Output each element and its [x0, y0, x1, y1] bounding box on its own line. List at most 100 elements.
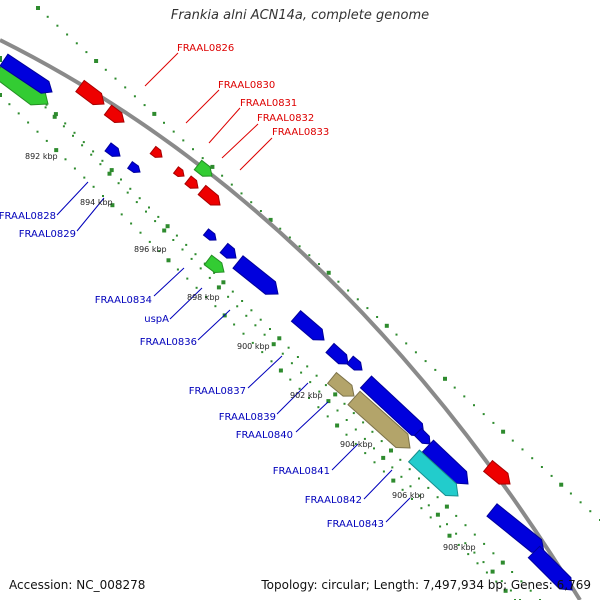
track-dot	[389, 448, 393, 453]
track-dot	[124, 86, 127, 89]
track-dot	[399, 458, 402, 461]
track-dot	[109, 168, 114, 173]
feature-blue-mid	[219, 242, 237, 259]
track-dot	[298, 245, 301, 248]
track-dot	[17, 112, 20, 115]
track-dot	[464, 542, 467, 545]
reverse-gene-label: FRAAL0828	[0, 211, 56, 222]
track-dot	[138, 197, 141, 200]
track-dot	[110, 203, 115, 208]
track-dot	[434, 368, 437, 371]
label-leader-line	[208, 107, 241, 144]
track-dot	[44, 106, 47, 109]
track-dot	[148, 206, 150, 209]
track-dot	[245, 314, 248, 317]
genome-summary-text: Topology: circular; Length: 7,497,934 bp…	[261, 578, 591, 592]
track-dot	[85, 51, 88, 54]
track-dot	[511, 439, 514, 442]
track-dot	[213, 271, 216, 274]
feature-tan-small	[326, 371, 355, 397]
track-dot	[92, 150, 95, 153]
feature-fraal0837	[290, 309, 325, 341]
label-leader-line	[56, 181, 89, 216]
track-dot	[46, 15, 49, 18]
track-dot	[482, 413, 485, 416]
track-dot	[309, 381, 312, 384]
track-dot	[414, 351, 417, 354]
track-dot	[104, 68, 107, 71]
track-dot	[277, 336, 282, 341]
track-dot	[166, 258, 171, 263]
track-dot	[296, 356, 299, 358]
track-dot	[455, 532, 458, 535]
track-dot	[373, 447, 375, 450]
ruler-tick-label: 902 kbp	[290, 391, 323, 400]
label-leader-line	[185, 89, 220, 124]
track-dot	[81, 144, 84, 147]
reverse-gene-label: FRAAL0841	[273, 466, 330, 477]
track-dot	[154, 220, 157, 223]
track-dot	[436, 496, 439, 499]
track-dot	[531, 457, 534, 460]
track-dot	[82, 141, 85, 144]
track-dot	[281, 352, 284, 355]
feature-fraal0831	[149, 145, 163, 158]
track-dot	[279, 227, 282, 230]
track-dot	[511, 571, 514, 573]
track-dot	[52, 114, 57, 119]
track-dot	[231, 290, 234, 293]
track-dot	[501, 429, 506, 434]
ruler-tick-label: 892 kbp	[25, 152, 58, 161]
feature-fraal0839	[325, 342, 349, 365]
feature-fraal0826	[75, 79, 105, 106]
track-dot	[216, 285, 221, 290]
track-dot	[45, 103, 48, 106]
reverse-gene-label: FRAAL0829	[19, 229, 76, 240]
track-dot	[364, 452, 367, 455]
track-dot	[300, 371, 303, 374]
track-dot	[143, 104, 146, 107]
track-dot	[356, 298, 359, 301]
track-dot	[221, 280, 226, 285]
track-dot	[165, 224, 170, 229]
track-dot	[139, 231, 142, 234]
feature-fraal0836	[232, 255, 279, 295]
reverse-gene-label: FRAAL0842	[305, 495, 362, 506]
track-dot	[259, 210, 262, 212]
track-dot	[503, 588, 508, 593]
track-dot	[429, 516, 432, 519]
reverse-gene-label: uspA	[144, 314, 169, 325]
ruler-tick-label: 908 kbp	[443, 543, 476, 552]
label-leader-line	[169, 287, 203, 320]
track-dot	[270, 360, 273, 363]
label-leader-line	[295, 401, 329, 433]
track-dot	[148, 240, 151, 243]
track-dot	[354, 442, 357, 445]
track-dot	[241, 300, 244, 302]
label-leader-line	[221, 123, 259, 159]
track-dot	[288, 236, 291, 239]
track-dot	[427, 486, 430, 489]
track-dot	[529, 589, 532, 592]
track-dot	[336, 409, 339, 412]
track-dot	[208, 276, 211, 279]
track-dot	[72, 134, 74, 137]
track-dot	[120, 213, 123, 216]
track-dot	[483, 542, 486, 545]
track-dot	[418, 494, 421, 497]
track-dot	[550, 474, 553, 477]
track-dot	[227, 295, 230, 298]
track-dot	[455, 514, 458, 517]
track-dot	[221, 174, 224, 177]
ruler-tick-label: 898 kbp	[187, 293, 220, 302]
track-dot	[236, 305, 239, 308]
track-dot	[500, 580, 503, 583]
track-dot	[172, 130, 175, 133]
track-dot	[391, 466, 394, 469]
track-dot	[62, 125, 65, 128]
track-dot	[380, 440, 383, 443]
track-dot	[409, 485, 412, 488]
feature-uspa	[203, 254, 225, 274]
track-dot	[192, 148, 194, 151]
accession-text: Accession: NC_008278	[9, 578, 146, 592]
